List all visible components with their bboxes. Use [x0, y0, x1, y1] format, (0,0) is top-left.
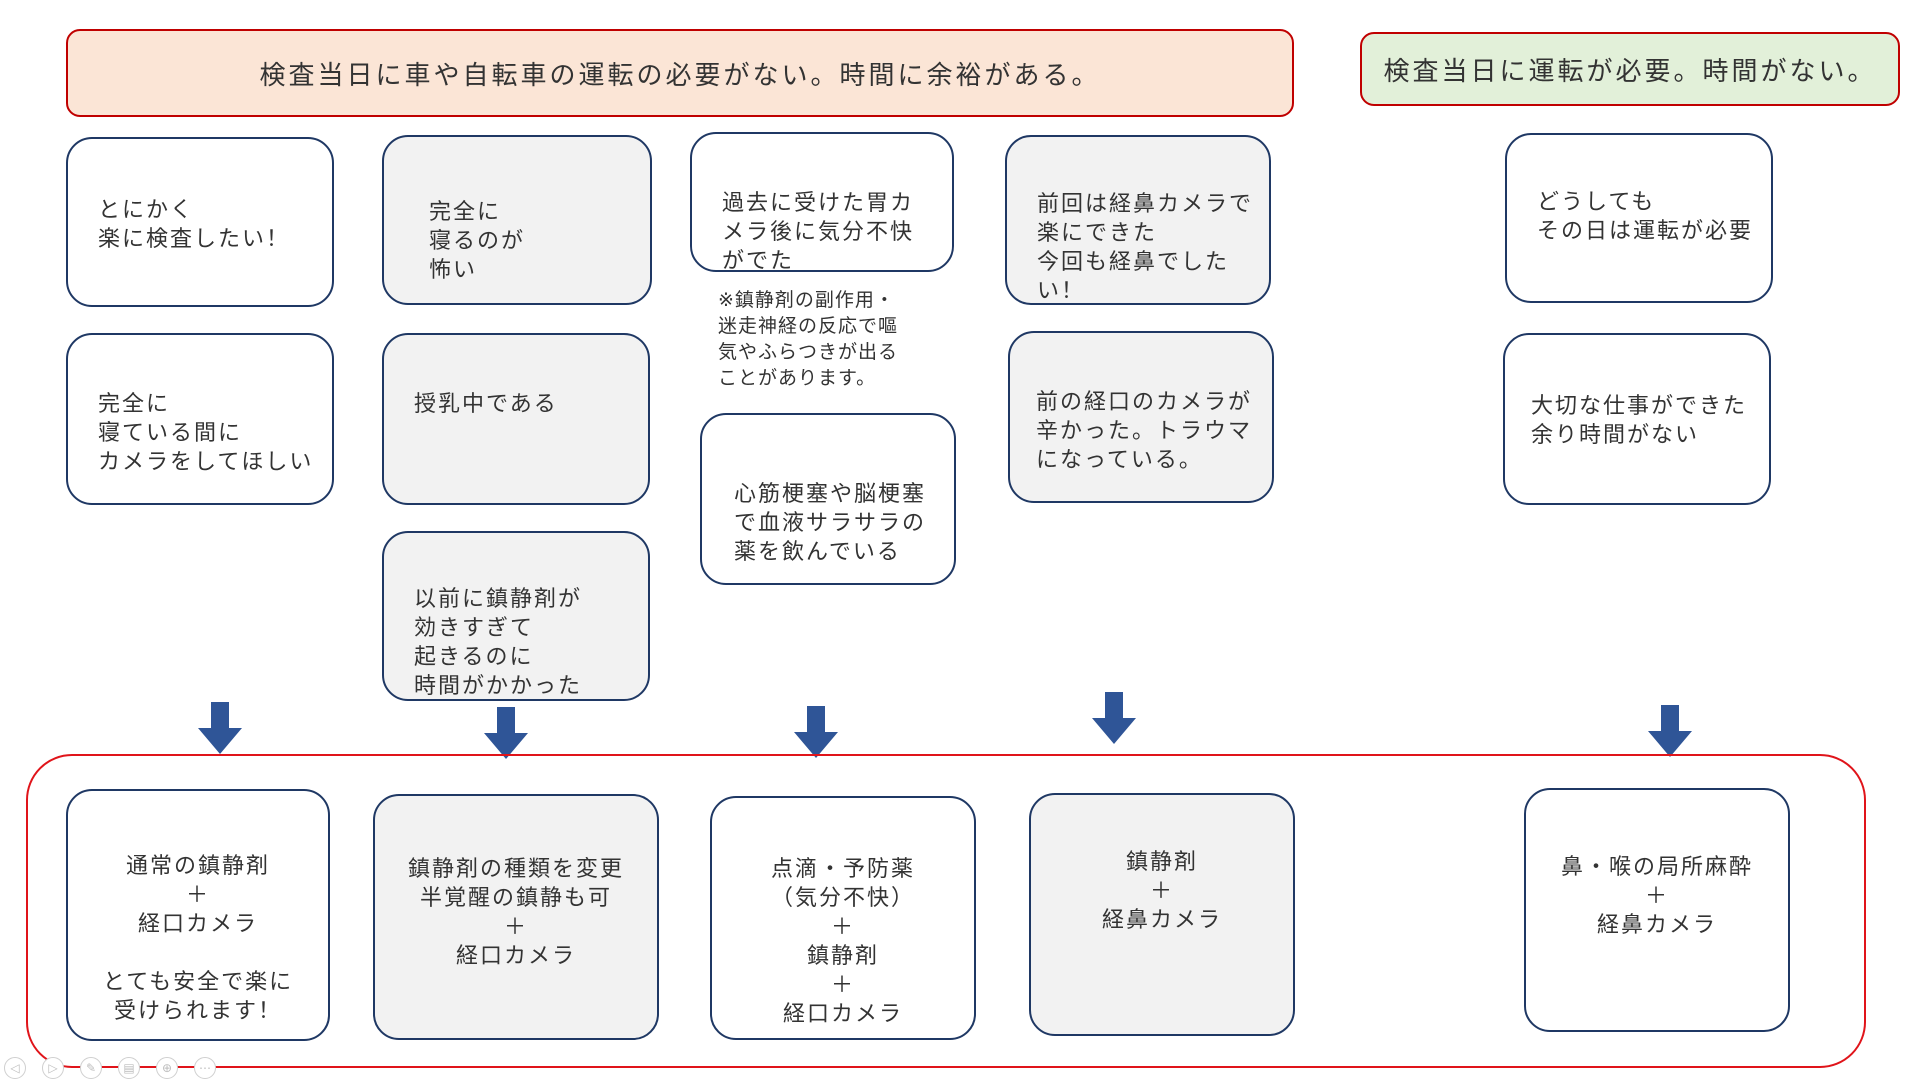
- header-no-driving-text: 検査当日に車や自転車の運転の必要がない。時間に余裕がある。: [259, 60, 1101, 91]
- header-driving: 検査当日に運転が必要。時間がない。: [1360, 32, 1900, 106]
- condition-easy-exam: とにかく 楽に検査したい！: [66, 137, 334, 307]
- down-arrow-icon: [1648, 705, 1692, 757]
- condition-oral-trauma: 前の経口のカメラが 辛かった。トラウマ になっている。: [1008, 331, 1274, 503]
- condition-fully-asleep-text: 完全に 寝ている間に カメラをしてほしい: [98, 392, 314, 475]
- condition-blood-thinner-text: 心筋梗塞や脳梗塞 で血液サラサラの 薬を飲んでいる: [734, 482, 927, 565]
- pen-icon[interactable]: ✎: [80, 1057, 102, 1079]
- result-iv-preventive-text: 点滴・予防薬 （気分不快） ＋ 鎮静剤 ＋ 経口カメラ: [770, 857, 915, 1027]
- result-local-anesthesia-nasal-text: 鼻・喉の局所麻酔 ＋ 経鼻カメラ: [1560, 855, 1753, 938]
- result-change-sedative: 鎮静剤の種類を変更 半覚醒の鎮静も可 ＋ 経口カメラ: [373, 794, 659, 1040]
- slides-icon[interactable]: ▤: [118, 1057, 140, 1079]
- prev-icon[interactable]: ◁: [4, 1057, 26, 1079]
- next-icon[interactable]: ▷: [42, 1057, 64, 1079]
- condition-oral-trauma-text: 前の経口のカメラが 辛かった。トラウマ になっている。: [1036, 390, 1253, 473]
- down-arrow-icon: [794, 706, 838, 758]
- header-driving-text: 検査当日に運転が必要。時間がない。: [1383, 56, 1877, 87]
- condition-no-time-text: 大切な仕事ができた 余り時間がない: [1531, 394, 1748, 448]
- condition-easy-exam-text: とにかく 楽に検査したい！: [98, 198, 291, 252]
- down-arrow-icon: [484, 707, 528, 759]
- condition-afraid-sleep-text: 完全に 寝るのが 怖い: [429, 200, 526, 283]
- result-change-sedative-text: 鎮静剤の種類を変更 半覚醒の鎮静も可 ＋ 経口カメラ: [407, 857, 624, 969]
- condition-nasal-easy-text: 前回は経鼻カメラで 楽にできた 今回も経鼻でした い！: [1037, 192, 1254, 304]
- result-sedation-nasal: 鎮静剤 ＋ 経鼻カメラ: [1029, 793, 1295, 1036]
- condition-sedation-too-strong-text: 以前に鎮静剤が 効きすぎて 起きるのに 時間がかかった: [414, 587, 583, 699]
- condition-no-time: 大切な仕事ができた 余り時間がない: [1503, 333, 1771, 505]
- condition-breastfeeding-text: 授乳中である: [414, 392, 558, 417]
- condition-past-discomfort: 過去に受けた胃カ メラ後に気分不快 がでた: [690, 132, 954, 272]
- more-icon[interactable]: ⋯: [194, 1057, 216, 1079]
- condition-sedation-too-strong: 以前に鎮静剤が 効きすぎて 起きるのに 時間がかかった: [382, 531, 650, 701]
- result-standard-sedation: 通常の鎮静剤 ＋ 経口カメラ とても安全で楽に 受けられます！: [66, 789, 330, 1041]
- result-sedation-nasal-text: 鎮静剤 ＋ 経鼻カメラ: [1101, 850, 1222, 933]
- result-local-anesthesia-nasal: 鼻・喉の局所麻酔 ＋ 経鼻カメラ: [1524, 788, 1790, 1032]
- condition-must-drive-text: どうしても その日は運転が必要: [1537, 190, 1754, 244]
- condition-must-drive: どうしても その日は運転が必要: [1505, 133, 1773, 303]
- condition-afraid-sleep: 完全に 寝るのが 怖い: [382, 135, 652, 305]
- results-container: [26, 754, 1866, 1068]
- condition-nasal-easy: 前回は経鼻カメラで 楽にできた 今回も経鼻でした い！: [1005, 135, 1271, 305]
- result-standard-sedation-text: 通常の鎮静剤 ＋ 経口カメラ とても安全で楽に 受けられます！: [102, 854, 294, 1024]
- result-iv-preventive: 点滴・予防薬 （気分不快） ＋ 鎮静剤 ＋ 経口カメラ: [710, 796, 976, 1040]
- zoom-icon[interactable]: ⊕: [156, 1057, 178, 1079]
- side-effect-note: ※鎮静剤の副作用・ 迷走神経の反応で嘔 気やふらつきが出る ことがあります。: [718, 289, 899, 389]
- condition-fully-asleep: 完全に 寝ている間に カメラをしてほしい: [66, 333, 334, 505]
- condition-blood-thinner: 心筋梗塞や脳梗塞 で血液サラサラの 薬を飲んでいる: [700, 413, 956, 585]
- header-no-driving: 検査当日に車や自転車の運転の必要がない。時間に余裕がある。: [66, 29, 1294, 117]
- down-arrow-icon: [1092, 692, 1136, 744]
- condition-breastfeeding: 授乳中である: [382, 333, 650, 505]
- down-arrow-icon: [198, 702, 242, 754]
- condition-past-discomfort-text: 過去に受けた胃カ メラ後に気分不快 がでた: [722, 191, 915, 272]
